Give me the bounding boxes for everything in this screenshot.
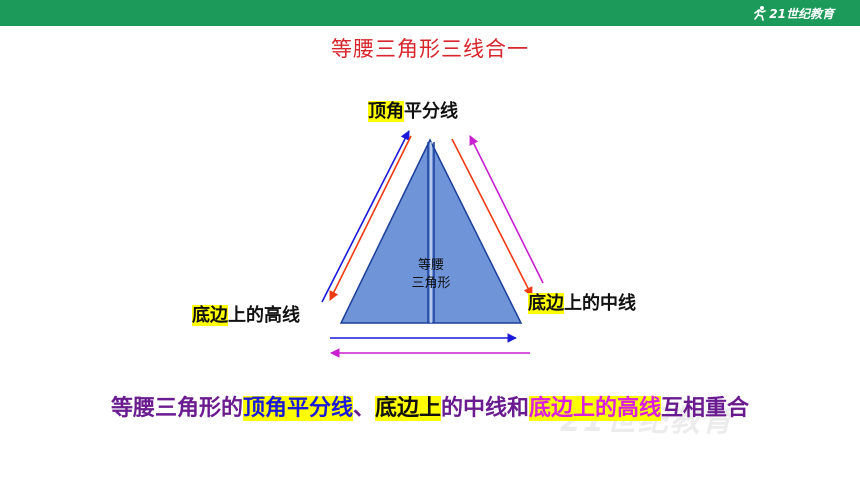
triangle-caption-line1: 等腰 [417, 258, 444, 273]
label-vertex-bisector-highlight: 顶角 [368, 101, 404, 122]
label-vertex-bisector-rest: 平分线 [404, 101, 458, 122]
label-vertex-bisector: 顶角平分线 [368, 100, 458, 124]
label-base-median-highlight: 底边 [528, 293, 564, 314]
runner-icon [752, 5, 768, 21]
label-base-altitude-highlight: 底边 [192, 305, 228, 326]
top-bar: 21世纪教育 [0, 0, 860, 26]
label-base-median: 底边上的中线 [528, 292, 636, 316]
summary-part-7: 互相重合 [661, 396, 750, 421]
summary-sentence: 等腰三角形的顶角平分线、底边上的中线和底边上的高线互相重合 [0, 392, 860, 426]
logo-text: 21世纪教育 [769, 6, 834, 21]
label-base-altitude: 底边上的高线 [192, 304, 300, 328]
arrow-left-down-red [329, 135, 412, 301]
arrow-right-down-red [451, 138, 533, 297]
slide-title: 等腰三角形三线合一 [331, 37, 529, 61]
triangle-caption: 等腰 三角形 [401, 257, 461, 293]
label-base-altitude-rest: 上的高线 [228, 305, 300, 326]
label-base-median-rest: 上的中线 [564, 293, 636, 314]
summary-part-3: 、 [352, 396, 375, 421]
summary-part-5: 的中线和 [441, 396, 530, 421]
summary-part-2: 顶角平分线 [242, 396, 353, 421]
brand-logo[interactable]: 21世纪教育 [752, 4, 834, 22]
arrow-left-up-blue [321, 130, 410, 303]
triangle-caption-line2: 三角形 [411, 276, 451, 291]
summary-part-4: 底边上 [374, 396, 441, 421]
arrow-right-up-magenta [469, 135, 544, 284]
summary-part-1: 等腰三角形的 [110, 396, 243, 421]
summary-part-6: 底边上的高线 [529, 396, 662, 421]
